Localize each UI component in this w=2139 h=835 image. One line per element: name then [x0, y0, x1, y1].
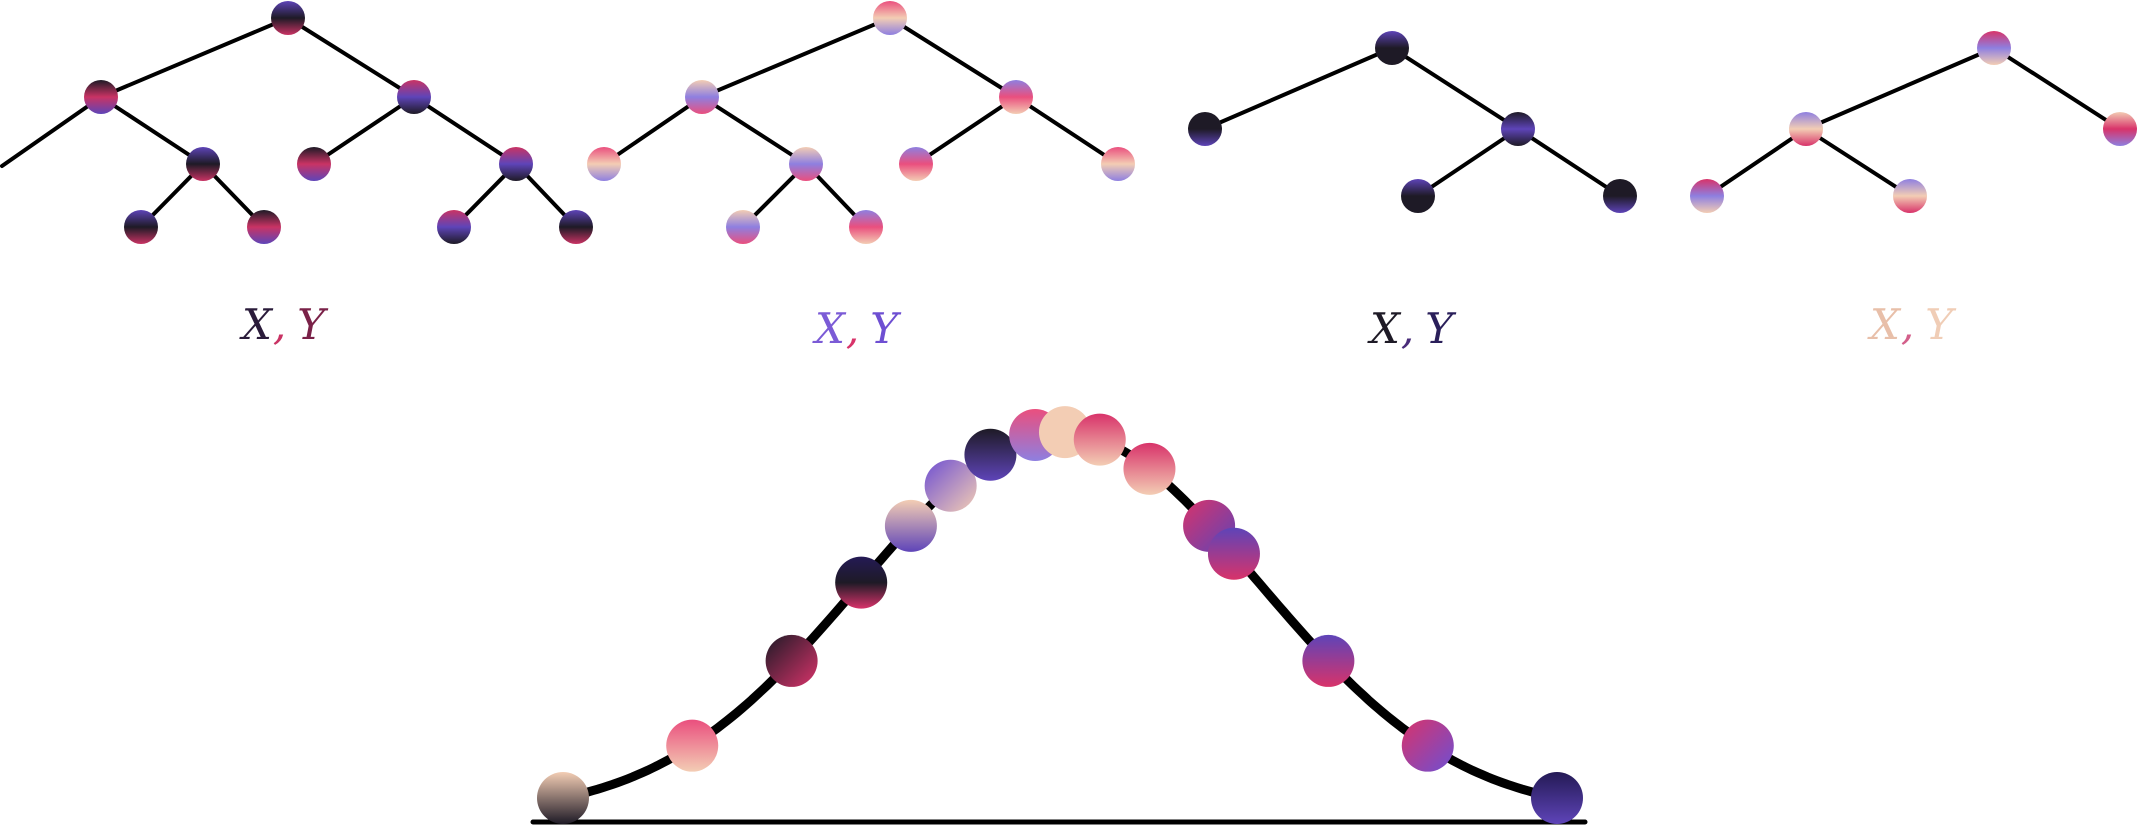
- tree-1-node-4: [297, 147, 331, 181]
- tree-label-2-y: Y: [870, 304, 899, 353]
- tree-1-edge-2: [99, 95, 205, 166]
- tree-label-4-comma: ,: [1900, 300, 1916, 349]
- tree-2-edge-1: [888, 16, 1018, 99]
- tree-1: [0, 1, 593, 244]
- curve-point-14: [1302, 634, 1355, 687]
- tree-1-edge-1: [286, 16, 416, 99]
- tree-1-node-1: [84, 80, 118, 114]
- tree-1-node-6: [124, 210, 158, 244]
- tree-label-1-comma: ,: [272, 300, 288, 349]
- tree-4-edge-2: [1705, 127, 1808, 198]
- tree-4-node-0: [1977, 31, 2011, 65]
- tree-label-4-x: X: [1870, 300, 1901, 349]
- tree-label-3: X,Y: [1370, 304, 1454, 353]
- tree-3: [1188, 31, 1637, 213]
- tree-label-3-y: Y: [1425, 304, 1454, 353]
- tree-2-edge-3: [700, 95, 808, 166]
- tree-label-3-comma: ,: [1400, 304, 1416, 353]
- tree-2-node-6: [1101, 147, 1135, 181]
- tree-label-4-y: Y: [1925, 300, 1954, 349]
- tree-label-2-x: X: [815, 304, 846, 353]
- curve-point-7: [964, 428, 1017, 481]
- tree-4-edge-0: [1804, 46, 1996, 131]
- tree-1-edge-open-0: [0, 95, 103, 168]
- curve-point-6: [924, 459, 977, 512]
- tree-4-edge-3: [1804, 127, 1912, 198]
- curve-point-13: [1207, 527, 1260, 580]
- tree-4-node-3: [1690, 179, 1724, 213]
- tree-3-node-0: [1375, 31, 1409, 65]
- tree-2-node-0: [873, 1, 907, 35]
- tree-2-node-1: [685, 80, 719, 114]
- tree-2-edge-4: [914, 95, 1018, 166]
- curve-point-5: [884, 499, 937, 552]
- curve-point-10: [1073, 413, 1126, 466]
- tree-4-node-4: [1893, 179, 1927, 213]
- curve-point-15: [1401, 719, 1454, 772]
- tree-2-edge-5: [1014, 95, 1120, 166]
- tree-1-node-8: [437, 210, 471, 244]
- tree-3-node-1: [1188, 112, 1222, 146]
- curve-point-3: [765, 634, 818, 687]
- tree-4: [1690, 31, 2137, 213]
- tree-4-node-2: [2103, 112, 2137, 146]
- tree-label-1-y: Y: [297, 300, 326, 349]
- tree-1-edge-3: [312, 95, 416, 166]
- curve-point-4: [835, 556, 888, 609]
- tree-3-edge-0: [1203, 46, 1394, 131]
- tree-3-edge-1: [1390, 46, 1520, 131]
- tree-label-1: X,Y: [242, 300, 326, 349]
- tree-2-node-8: [849, 210, 883, 244]
- tree-label-3-x: X: [1370, 304, 1401, 353]
- tree-3-node-3: [1401, 179, 1435, 213]
- tree-3-edge-3: [1516, 127, 1622, 198]
- tree-4-node-1: [1789, 112, 1823, 146]
- curve-point-16: [1531, 772, 1583, 824]
- tree-1-node-5: [499, 147, 533, 181]
- tree-1-node-9: [559, 210, 593, 244]
- bell-curve-layer: [530, 406, 1588, 825]
- tree-3-node-4: [1603, 179, 1637, 213]
- tree-1-node-7: [247, 210, 281, 244]
- tree-1-edge-0: [99, 16, 290, 99]
- tree-2: [587, 1, 1135, 244]
- tree-1-node-3: [186, 147, 220, 181]
- trees-layer: [0, 1, 2137, 244]
- curve-point-2: [666, 719, 719, 772]
- tree-2-edge-2: [602, 95, 704, 166]
- tree-3-edge-2: [1416, 127, 1520, 198]
- tree-2-node-3: [587, 147, 621, 181]
- tree-1-edge-4: [412, 95, 518, 166]
- curve-point-1: [537, 772, 589, 824]
- tree-2-node-4: [789, 147, 823, 181]
- tree-2-edge-0: [700, 16, 892, 99]
- tree-label-2: X,Y: [815, 304, 899, 353]
- tree-3-node-2: [1501, 112, 1535, 146]
- tree-2-node-7: [726, 210, 760, 244]
- tree-label-4: X,Y: [1870, 300, 1954, 349]
- tree-label-2-comma: ,: [845, 304, 861, 353]
- tree-2-node-2: [999, 80, 1033, 114]
- tree-2-node-5: [899, 147, 933, 181]
- tree-1-node-0: [271, 1, 305, 35]
- tree-label-1-x: X: [242, 300, 273, 349]
- tree-4-edge-1: [1992, 46, 2122, 131]
- tree-1-node-2: [397, 80, 431, 114]
- curve-point-11: [1123, 442, 1176, 495]
